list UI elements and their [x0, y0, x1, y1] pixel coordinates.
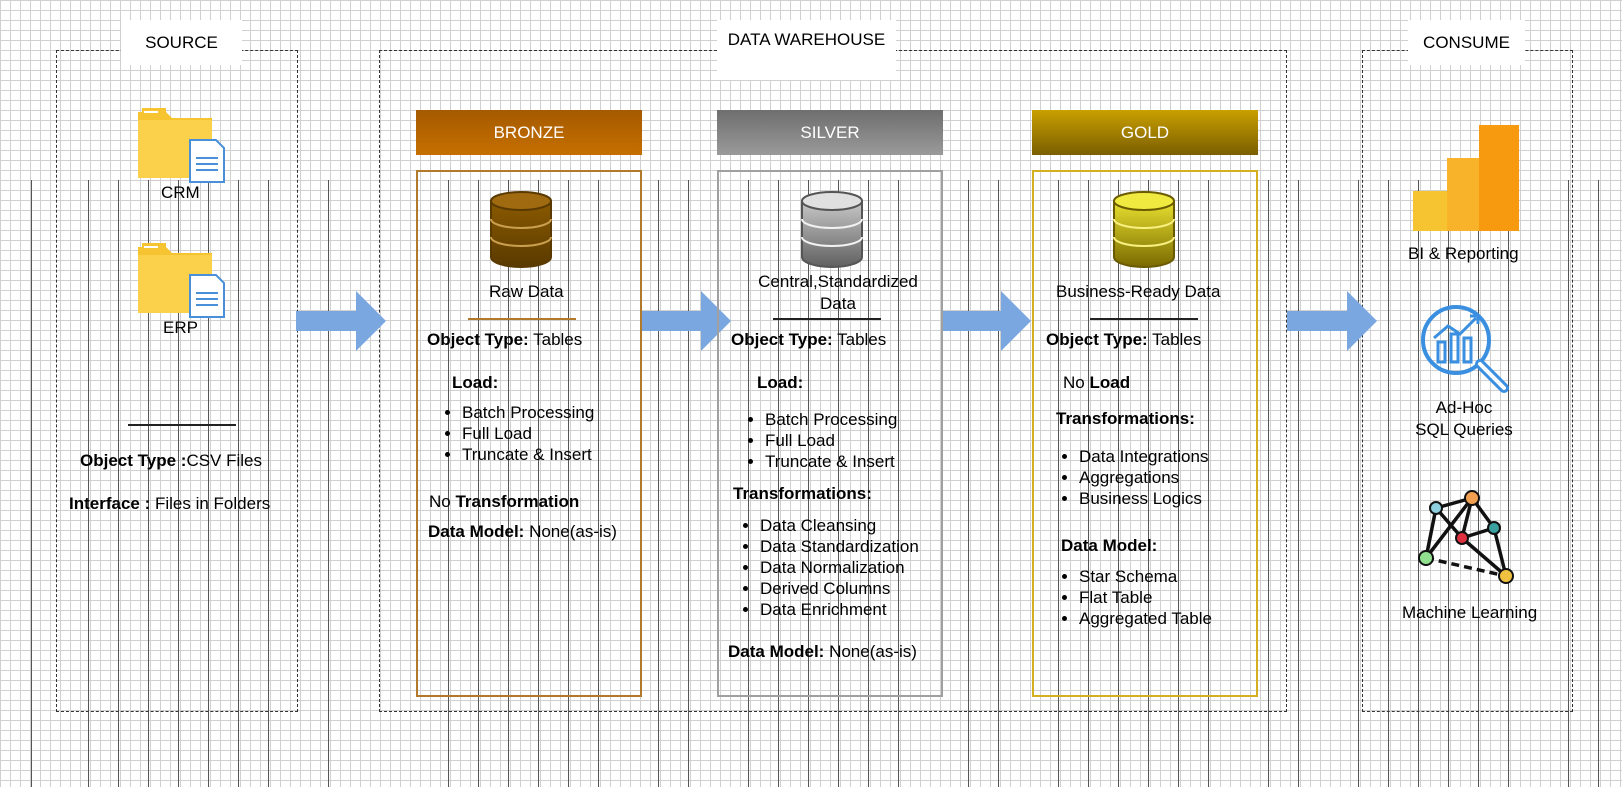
list-item: Derived Columns [760, 578, 919, 599]
silver-database-icon [801, 191, 863, 268]
silver-header: SILVER [717, 110, 943, 155]
list-item: Business Logics [1079, 488, 1208, 509]
gold-divider [1090, 318, 1198, 320]
silver-divider [773, 318, 881, 320]
consume-heading: CONSUME [1408, 20, 1525, 65]
list-item: Truncate & Insert [765, 451, 897, 472]
bronze-divider [468, 318, 576, 320]
source-interface: Interface : Files in Folders [69, 494, 271, 513]
list-item: Data Standardization [760, 536, 919, 557]
bronze-database-icon [490, 191, 552, 268]
machine-learning-label: Machine Learning [1402, 603, 1538, 622]
gold-database-icon [1113, 191, 1175, 268]
erp-folder-icon [138, 243, 228, 321]
crm-folder-icon [138, 108, 228, 186]
silver-load-label: Load: [757, 373, 804, 392]
list-item: Batch Processing [765, 409, 897, 430]
gold-box [1032, 170, 1258, 697]
silver-data-model: Data Model: None(as-is) [728, 642, 917, 661]
list-item: Batch Processing [462, 402, 594, 423]
crm-label: CRM [161, 183, 200, 202]
list-item: Data Enrichment [760, 599, 919, 620]
bronze-header: BRONZE [416, 110, 642, 155]
bronze-box [416, 170, 642, 697]
list-item: Flat Table [1079, 587, 1212, 608]
gold-data-model-list: Star Schema Flat Table Aggregated Table [1057, 566, 1212, 629]
gold-header: GOLD [1032, 110, 1258, 155]
bronze-load-label: Load: [452, 373, 499, 392]
silver-transformations-list: Data Cleansing Data Standardization Data… [738, 515, 919, 620]
list-item: Aggregated Table [1079, 608, 1212, 629]
arrow-bronze-to-silver [641, 291, 731, 351]
bronze-transformation: No Transformation [429, 492, 580, 511]
list-item: Full Load [765, 430, 897, 451]
silver-box [717, 170, 943, 697]
source-divider [128, 424, 236, 426]
erp-label: ERP [163, 318, 198, 337]
list-item: Star Schema [1079, 566, 1212, 587]
list-item: Full Load [462, 423, 594, 444]
source-object-type: Object Type :CSV Files [80, 451, 263, 470]
list-item: Data Cleansing [760, 515, 919, 536]
arrow-source-to-bronze [296, 291, 386, 351]
silver-load-list: Batch Processing Full Load Truncate & In… [743, 409, 897, 472]
list-item: Truncate & Insert [462, 444, 594, 465]
silver-transformations-label: Transformations: [733, 484, 872, 503]
bronze-db-caption: Raw Data [489, 282, 564, 301]
gold-data-model-label: Data Model: [1061, 536, 1158, 555]
list-item: Aggregations [1079, 467, 1208, 488]
adhoc-label: Ad-Hoc SQL Queries [1415, 398, 1513, 439]
bronze-object-type: Object Type: Tables [427, 330, 583, 349]
silver-object-type: Object Type: Tables [731, 330, 887, 349]
list-item: Data Normalization [760, 557, 919, 578]
source-heading: SOURCE [121, 20, 242, 65]
bronze-data-model: Data Model: None(as-is) [428, 522, 617, 541]
list-item: Data Integrations [1079, 446, 1208, 467]
analytics-magnifier-icon [1421, 305, 1509, 393]
network-graph-icon [1418, 490, 1514, 584]
gold-load: No Load [1063, 373, 1131, 392]
warehouse-heading: DATA WAREHOUSE [717, 20, 896, 80]
gold-object-type: Object Type: Tables [1046, 330, 1202, 349]
gold-transformations-label: Transformations: [1056, 409, 1195, 428]
gold-db-caption: Business-Ready Data [1056, 282, 1221, 301]
bronze-load-list: Batch Processing Full Load Truncate & In… [440, 402, 594, 465]
bi-reporting-label: BI & Reporting [1408, 244, 1519, 263]
arrow-silver-to-gold [941, 291, 1031, 351]
gold-transformations-list: Data Integrations Aggregations Business … [1057, 446, 1208, 509]
silver-db-caption: Central,Standardized Data [758, 272, 918, 313]
bar-chart-icon [1413, 125, 1519, 231]
arrow-gold-to-consume [1287, 291, 1377, 351]
